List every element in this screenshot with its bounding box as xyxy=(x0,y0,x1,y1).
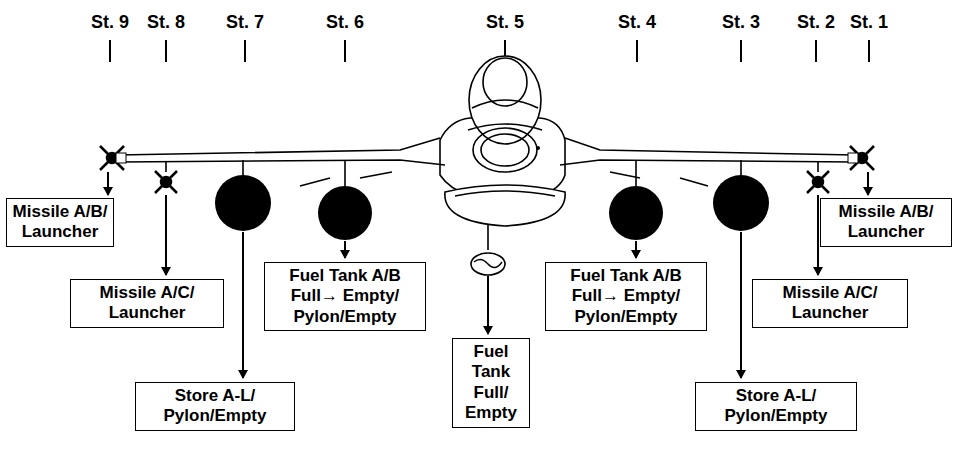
station-label: St. 2 xyxy=(797,12,835,33)
station-box: Fuel Tank Full/ Empty xyxy=(452,338,530,428)
station-box: Store A-L/ Pylon/Empty xyxy=(135,382,295,431)
box-text: Fuel Tank A/B Full→ Empty/ Pylon/Empty xyxy=(550,266,702,327)
box-text: Store A-L/ Pylon/Empty xyxy=(140,386,290,427)
station-label: St. 4 xyxy=(618,12,656,33)
box-text: Missile A/C/ Launcher xyxy=(75,283,219,324)
station-box: Fuel Tank A/B Full→ Empty/ Pylon/Empty xyxy=(545,262,707,331)
station-box: Missile A/C/ Launcher xyxy=(752,279,908,328)
station-box: Missile A/C/ Launcher xyxy=(70,279,224,328)
box-text: Fuel Tank Full/ Empty xyxy=(457,342,525,424)
station-label: St. 7 xyxy=(226,12,264,33)
station-label: St. 5 xyxy=(486,12,524,33)
box-text: Missile A/B/ Launcher xyxy=(825,202,947,243)
box-text: Missile A/C/ Launcher xyxy=(757,283,903,324)
box-text: Store A-L/ Pylon/Empty xyxy=(700,386,852,427)
station-label: St. 3 xyxy=(722,12,760,33)
station-box: Fuel Tank A/B Full→ Empty/ Pylon/Empty xyxy=(264,262,426,331)
station-box: Store A-L/ Pylon/Empty xyxy=(695,382,857,431)
box-text: Missile A/B/ Launcher xyxy=(11,202,109,243)
station-box: Missile A/B/ Launcher xyxy=(6,198,114,247)
box-text: Fuel Tank A/B Full→ Empty/ Pylon/Empty xyxy=(269,266,421,327)
station-box: Missile A/B/ Launcher xyxy=(820,198,952,247)
station-label: St. 8 xyxy=(147,12,185,33)
station-label: St. 1 xyxy=(850,12,888,33)
station-label: St. 6 xyxy=(326,12,364,33)
station-label: St. 9 xyxy=(91,12,129,33)
